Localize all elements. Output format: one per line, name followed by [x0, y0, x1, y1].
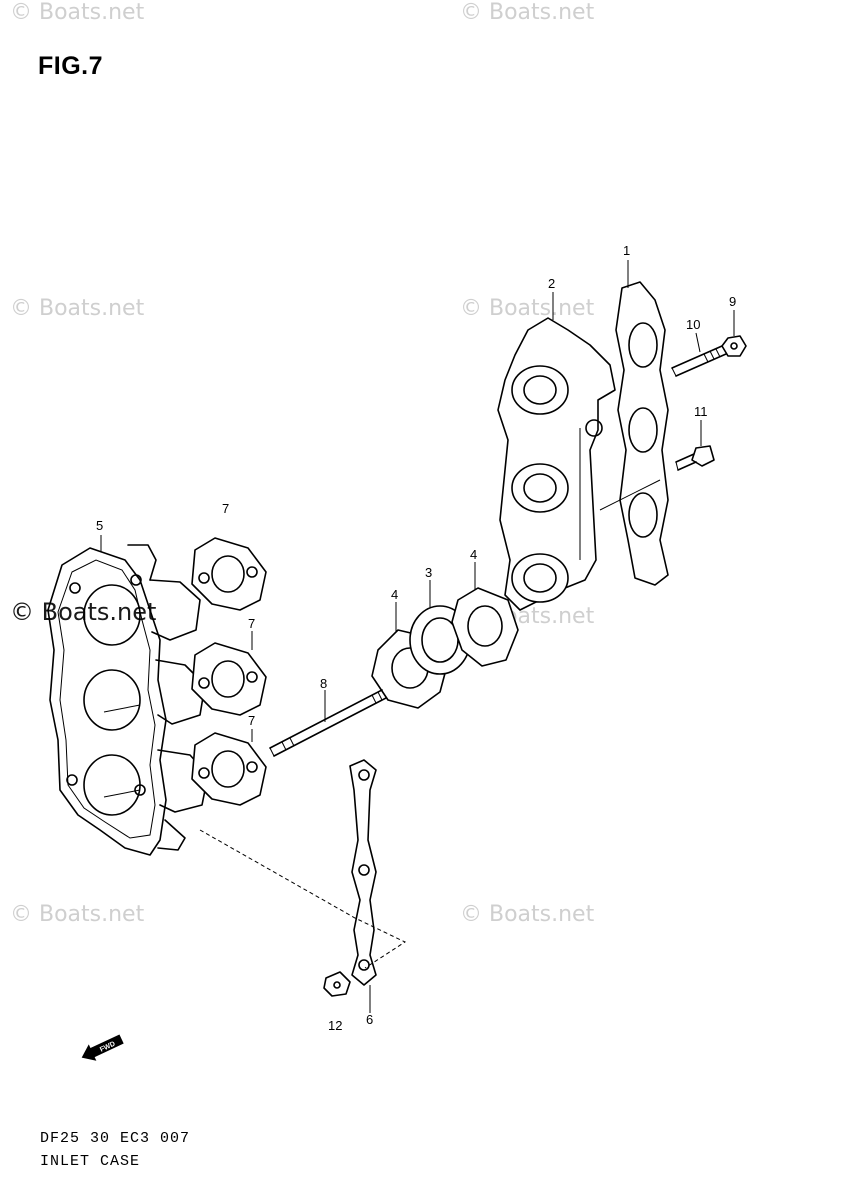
watermark: © Boats.net	[10, 296, 145, 321]
callout-2: 2	[548, 276, 555, 291]
part-7-gasket-top	[191, 537, 267, 611]
watermark: © Boats.net	[10, 902, 145, 927]
part-8-stud-bolt	[269, 689, 387, 757]
watermark: © Boats.net	[10, 0, 145, 25]
callout-7: 7	[222, 501, 229, 516]
part-1-gasket	[615, 281, 669, 586]
figure-caption: INLET CASE	[40, 1153, 141, 1170]
watermark: © Boats.net	[460, 0, 595, 25]
callout-11: 11	[694, 404, 708, 419]
callout-7: 7	[248, 713, 255, 728]
callout-4: 4	[470, 547, 477, 562]
model-code: DF25 30 EC3 007	[40, 1130, 191, 1147]
callout-8: 8	[320, 676, 327, 691]
part-4-gasket-rear	[451, 587, 519, 667]
part-7-gasket-bottom	[191, 732, 267, 806]
watermark: © Boats.net	[10, 598, 157, 626]
callout-5: 5	[96, 518, 103, 533]
callout-3: 3	[425, 565, 432, 580]
part-10-stud	[671, 345, 727, 377]
leader-lines	[100, 260, 735, 1013]
callout-1: 1	[623, 243, 630, 258]
callout-12: 12	[328, 1018, 342, 1033]
part-12-nut	[323, 971, 351, 997]
assembly-guide-lines	[199, 829, 407, 969]
part-11-bolt	[675, 445, 715, 471]
part-9-nut	[721, 335, 747, 357]
callout-6: 6	[366, 1012, 373, 1027]
part-7-gasket-middle	[191, 642, 267, 716]
fwd-label: FWD	[99, 1041, 116, 1054]
watermark: © Boats.net	[460, 902, 595, 927]
callout-9: 9	[729, 294, 736, 309]
callout-10: 10	[686, 317, 700, 332]
part-5-inlet-case	[47, 544, 209, 856]
figure-title: FIG.7	[38, 52, 104, 80]
fwd-arrow-icon: FWD	[81, 1034, 124, 1061]
callout-4: 4	[391, 587, 398, 602]
part-6-strip-gasket	[349, 759, 377, 986]
watermark: © Boats.net	[460, 296, 595, 321]
part-2-manifold	[497, 317, 661, 611]
callout-7: 7	[248, 616, 255, 631]
